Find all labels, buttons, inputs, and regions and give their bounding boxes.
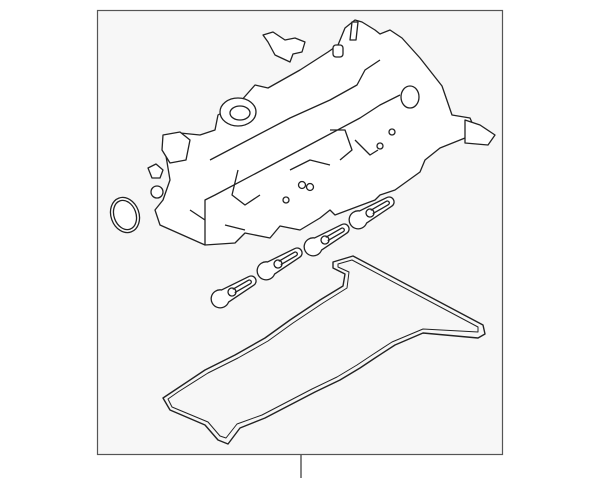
mount-flange [464, 119, 496, 146]
o-ring-inner [112, 199, 138, 231]
spark-plug-seal [210, 275, 257, 309]
bolt-hole [282, 196, 290, 204]
pipe-fitting [150, 185, 164, 199]
spark-plug-seal [348, 196, 395, 230]
breather-port [161, 131, 191, 164]
bolt-hole [305, 182, 315, 192]
valve-cover-ridge [189, 59, 401, 245]
spark-plug-seal [303, 223, 350, 257]
vent-pipe [349, 21, 359, 41]
vent-tube [332, 44, 344, 58]
rear-port [400, 85, 420, 109]
cover-gasket [162, 255, 486, 445]
seal-bracket [262, 31, 306, 63]
bolt-hole [388, 128, 396, 136]
spark-plug-seal [256, 247, 303, 281]
cover-gasket-inner [167, 259, 479, 439]
bolt-hole [297, 180, 307, 190]
sensor-connector [147, 163, 164, 179]
bolt-hole [376, 142, 384, 150]
oil-filler-opening [229, 105, 251, 121]
